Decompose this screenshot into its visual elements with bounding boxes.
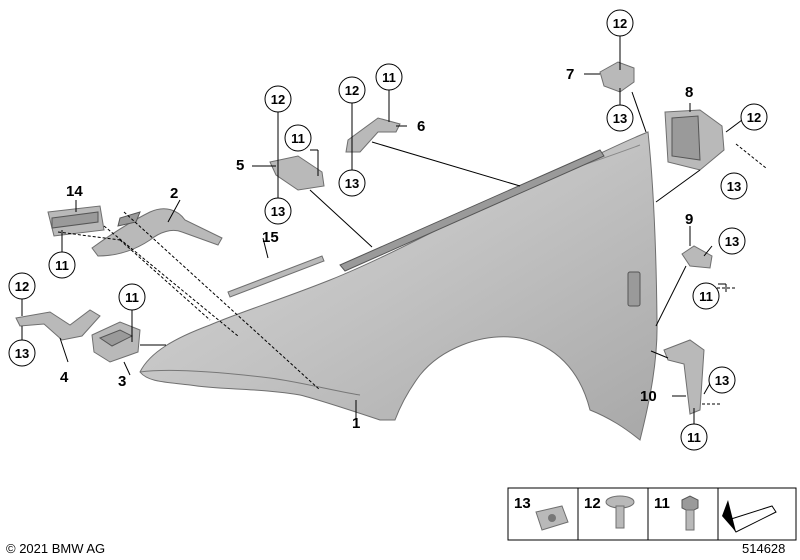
diagram-number: 514628 (742, 541, 785, 556)
callout-11: 11 (680, 423, 708, 451)
callout-13: 13 (264, 197, 292, 225)
side-marker (627, 271, 641, 307)
legend-label-12: 12 (584, 495, 601, 512)
svg-text:12: 12 (613, 16, 627, 31)
callout-13: 13 (606, 104, 634, 132)
callout-11: 11 (284, 124, 312, 152)
svg-text:11: 11 (55, 258, 69, 273)
fastener-legend: 13 12 11 (507, 487, 797, 541)
label-part-1: 1 (352, 415, 360, 432)
bracket-10-part (663, 339, 705, 415)
svg-text:12: 12 (15, 279, 29, 294)
bracket-6-part (345, 117, 401, 153)
callout-13: 13 (708, 366, 736, 394)
svg-text:13: 13 (15, 346, 29, 361)
label-part-2: 2 (170, 185, 178, 202)
fender-part (139, 131, 658, 441)
bracket-7-part (599, 61, 635, 93)
callout-12: 12 (740, 103, 768, 131)
callout-11: 11 (48, 251, 76, 279)
bracket-4-part (15, 309, 101, 341)
bracket-9-part (681, 245, 713, 269)
label-part-14: 14 (66, 183, 83, 200)
label-part-10: 10 (640, 388, 657, 405)
hex-bolt-icon (681, 495, 699, 531)
label-part-6: 6 (417, 118, 425, 135)
callout-11: 11 (118, 283, 146, 311)
bracket-8-part (664, 109, 725, 171)
svg-text:13: 13 (725, 234, 739, 249)
svg-text:13: 13 (727, 179, 741, 194)
legend-label-13: 13 (514, 495, 531, 512)
svg-text:11: 11 (699, 289, 713, 304)
callout-12: 12 (338, 76, 366, 104)
legend-label-11: 11 (654, 495, 670, 512)
svg-text:13: 13 (613, 111, 627, 126)
callout-13: 13 (720, 172, 748, 200)
svg-text:13: 13 (345, 176, 359, 191)
screw-icon (605, 495, 635, 529)
svg-text:11: 11 (687, 430, 701, 445)
bracket-2-part (91, 208, 223, 257)
svg-text:13: 13 (715, 373, 729, 388)
callout-12: 12 (8, 272, 36, 300)
label-part-5: 5 (236, 157, 244, 174)
callout-13: 13 (718, 227, 746, 255)
part-number-labels: 1 2 3 4 5 6 7 8 9 10 14 15 (60, 66, 693, 432)
copyright-text: © 2021 BMW AG (6, 541, 105, 556)
bracket-14-part (47, 205, 105, 237)
leader-lines (21, 36, 767, 424)
arrow-icon (722, 500, 777, 533)
label-part-3: 3 (118, 373, 126, 390)
bracket-5-part (269, 155, 325, 191)
clip-nut-icon (535, 505, 569, 531)
svg-text:12: 12 (747, 110, 761, 125)
label-part-9: 9 (685, 211, 693, 228)
fastener-callouts: 12 13 12 13 13 11 13 11 12 11 13 12 11 1… (8, 9, 768, 451)
svg-text:12: 12 (271, 92, 285, 107)
callout-13: 13 (338, 169, 366, 197)
label-part-7: 7 (566, 66, 574, 83)
callout-11: 11 (692, 282, 720, 310)
callout-12: 12 (264, 85, 292, 113)
bracket-3-part (91, 321, 141, 363)
label-part-15: 15 (262, 229, 279, 246)
svg-text:11: 11 (291, 131, 305, 146)
label-part-8: 8 (685, 84, 693, 101)
callout-11: 11 (375, 63, 403, 91)
callout-13: 13 (8, 339, 36, 367)
svg-text:11: 11 (382, 70, 396, 85)
svg-text:11: 11 (125, 290, 139, 305)
label-part-4: 4 (60, 369, 69, 386)
svg-text:12: 12 (345, 83, 359, 98)
callout-12: 12 (606, 9, 634, 37)
svg-text:13: 13 (271, 204, 285, 219)
seal-strip-part (227, 255, 325, 298)
